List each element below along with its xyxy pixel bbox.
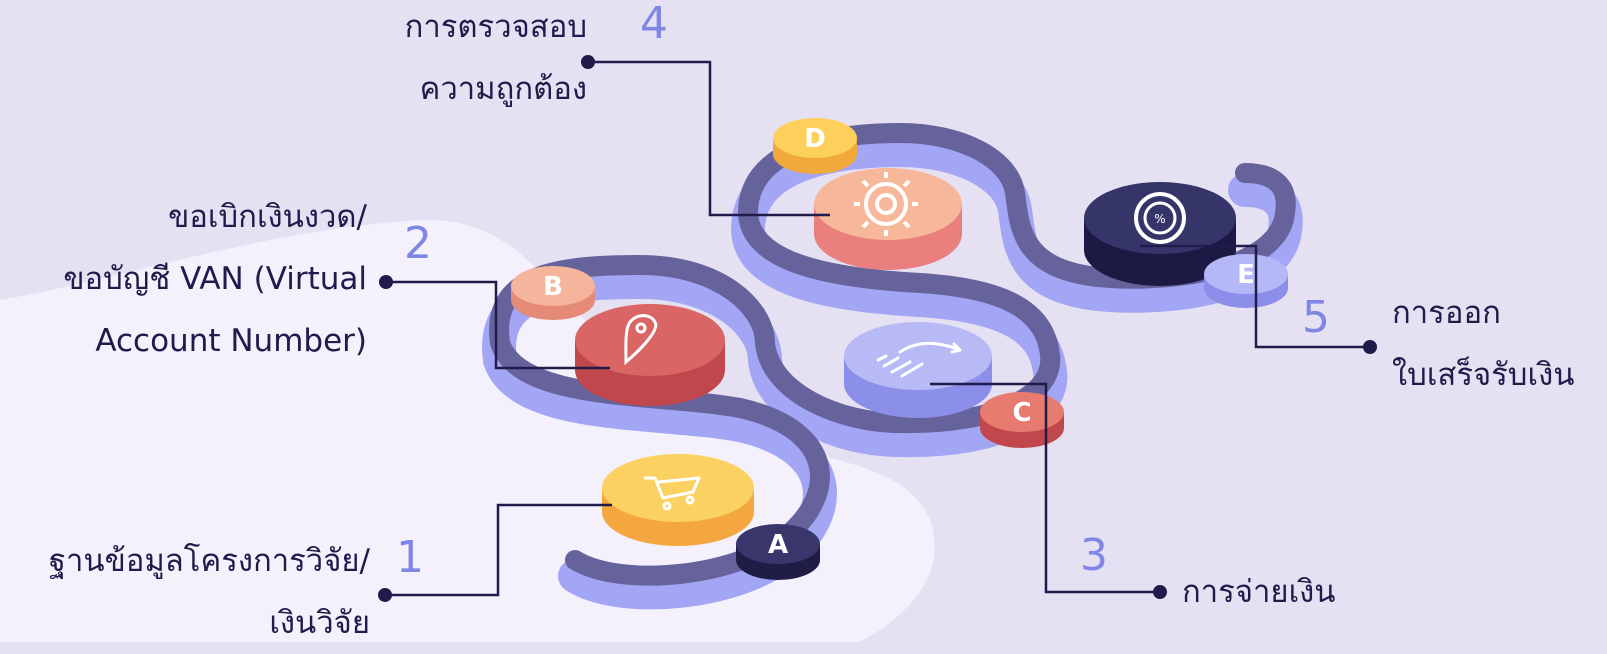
step-label-line: การจ่ายเงิน bbox=[1182, 574, 1336, 610]
step-label-1: ฐานข้อมูลโครงการวิจัย/ เงินวิจัย bbox=[49, 530, 370, 654]
svg-text:%: % bbox=[1154, 212, 1165, 226]
connector-5 bbox=[1140, 244, 1370, 349]
shopping-cart-icon bbox=[643, 476, 701, 511]
step-label-line: ฐานข้อมูลโครงการวิจัย/ bbox=[48, 543, 370, 579]
gear-icon bbox=[854, 172, 918, 236]
coin-letter-text: D bbox=[804, 124, 826, 154]
connector-1 bbox=[385, 503, 612, 597]
coin-letter-5: E bbox=[1204, 254, 1288, 308]
step-label-line: ขอเบิกเงินงวด/ bbox=[168, 199, 367, 235]
connector-dot-5 bbox=[1363, 340, 1377, 354]
map-pin-icon bbox=[624, 314, 658, 366]
step-number-3: 3 bbox=[1080, 530, 1108, 581]
coin-letter-2: B bbox=[511, 266, 595, 320]
coin-letter-text: E bbox=[1237, 260, 1255, 290]
step-label-3: การจ่ายเงิน bbox=[1182, 561, 1336, 623]
coin-letter-text: C bbox=[1012, 398, 1031, 428]
track-top bbox=[489, 122, 1296, 586]
connector-2 bbox=[386, 280, 610, 370]
coin-1 bbox=[602, 454, 754, 546]
step-number-5: 5 bbox=[1302, 292, 1330, 343]
percent-target-icon: % bbox=[1134, 192, 1186, 244]
connector-dot-2 bbox=[379, 275, 393, 289]
step-label-4: การตรวจสอบ ความถูกต้อง bbox=[405, 0, 587, 120]
step-label-2: ขอเบิกเงินงวด/ ขอบัญชี VAN (Virtual Acco… bbox=[63, 186, 367, 372]
connector-3 bbox=[930, 382, 1160, 594]
connector-dot-3 bbox=[1153, 585, 1167, 599]
coin-2 bbox=[575, 304, 725, 406]
connector-dot-4 bbox=[581, 55, 595, 69]
coin-letter-1: A bbox=[736, 524, 820, 580]
step-number-4: 4 bbox=[640, 0, 668, 49]
step-number-1: 1 bbox=[396, 532, 424, 583]
step-label-line: การตรวจสอบ bbox=[404, 9, 587, 45]
step-label-line: ความถูกต้อง bbox=[419, 71, 587, 107]
connector-4 bbox=[588, 60, 830, 217]
step-label-line: ใบเสร็จรับเงิน bbox=[1392, 357, 1575, 393]
coin-5: % bbox=[1084, 182, 1236, 286]
coin-4 bbox=[814, 168, 962, 270]
step-label-line: เงินวิจัย bbox=[269, 605, 370, 641]
coin-letter-text: A bbox=[768, 530, 788, 560]
coin-letter-3: C bbox=[980, 392, 1064, 448]
step-label-line: การออก bbox=[1392, 295, 1501, 331]
step-label-5: การออก ใบเสร็จรับเงิน bbox=[1392, 282, 1574, 406]
coin-letter-4: D bbox=[773, 118, 857, 174]
step-number-2: 2 bbox=[404, 218, 432, 269]
step-label-line: Account Number) bbox=[95, 323, 367, 359]
step-label-line: ขอบัญชี VAN (Virtual bbox=[63, 261, 367, 297]
coin-letter-text: B bbox=[543, 272, 563, 302]
connector-dot-1 bbox=[378, 588, 392, 602]
growth-chart-icon bbox=[876, 341, 962, 378]
coin-3 bbox=[844, 322, 992, 418]
